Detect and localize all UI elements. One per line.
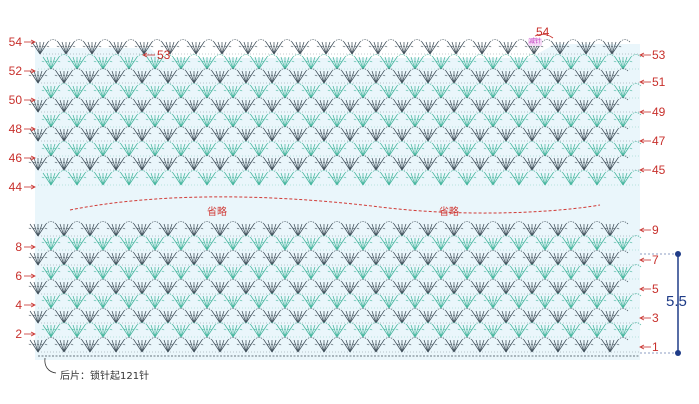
chart-caption: 后片：锁针起121针	[60, 371, 150, 382]
row-label-left-50: 50	[8, 93, 22, 107]
row-label-right-45: 45	[652, 163, 666, 177]
row-label-left-4: 4	[15, 298, 22, 312]
caption-pointer	[44, 357, 57, 374]
row-label-left-54: 54	[8, 35, 22, 49]
row-label-left-8: 8	[15, 240, 22, 254]
row-label-right-9: 9	[652, 223, 659, 237]
measurement-bracket	[640, 251, 681, 356]
lower-stitch-rows	[28, 221, 642, 357]
row-label-right-49: 49	[652, 105, 666, 119]
omitted-label-left: 省略	[207, 207, 227, 218]
row-label-left-44: 44	[8, 180, 22, 194]
row-label-right-1: 1	[652, 340, 659, 354]
decrease-tag: 减针	[528, 38, 543, 46]
row-label-right-53: 53	[652, 48, 666, 62]
row-label-right-5: 5	[652, 282, 659, 296]
omitted-section-line	[69, 196, 601, 214]
row-label-right-3: 3	[652, 311, 659, 325]
row-label-left-6: 6	[15, 269, 22, 283]
row-label-right-7: 7	[652, 253, 659, 267]
upper-stitch-rows	[28, 39, 642, 186]
row-label-left-46: 46	[8, 151, 22, 165]
row-label-top-left-53: 53	[157, 48, 171, 62]
row-label-right-47: 47	[652, 134, 666, 148]
row-label-left-2: 2	[15, 327, 22, 341]
row-label-left-52: 52	[8, 64, 22, 78]
omitted-label-right: 省略	[439, 207, 459, 218]
measurement-label: 5.5	[666, 293, 687, 310]
row-label-right-51: 51	[652, 75, 666, 89]
row-label-left-48: 48	[8, 122, 22, 136]
row-arrows	[24, 34, 651, 350]
row-label-top-right-54: 54	[536, 25, 550, 39]
